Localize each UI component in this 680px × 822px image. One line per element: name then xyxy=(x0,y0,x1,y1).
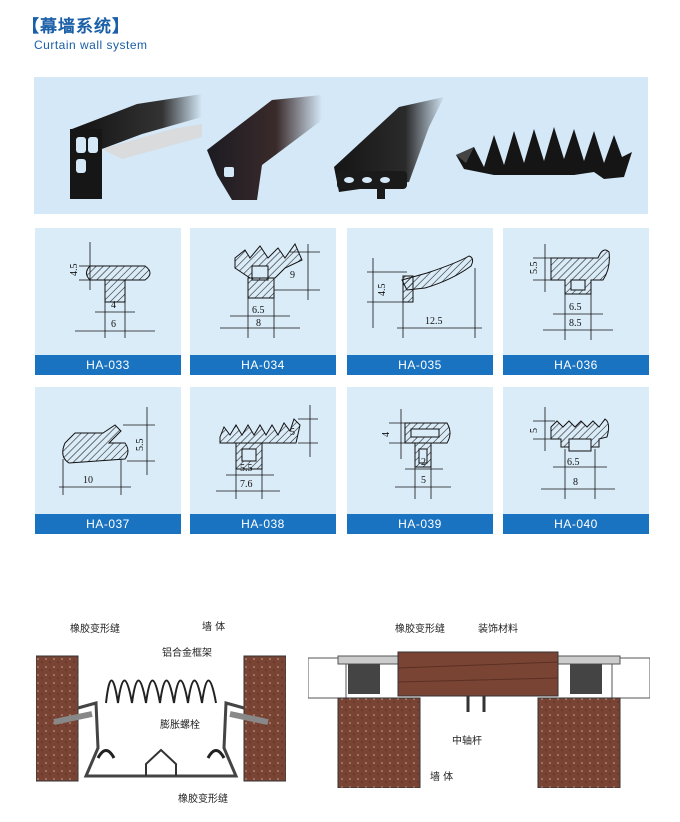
rubber-seal-profile-photo-2 xyxy=(207,95,322,200)
profile-card-ha-040: 5 6.5 8 HA-040 xyxy=(503,387,649,534)
dim-outer-width-label: 8 xyxy=(573,477,578,488)
dim-inner-width-label: 4 xyxy=(111,300,116,311)
profile-code-label: HA-038 xyxy=(190,514,336,534)
profile-card-ha-034: 9 6.5 8 HA-034 xyxy=(190,228,336,375)
expansion-joint-diagram-left xyxy=(36,655,286,782)
section-title-cn: 【幕墙系统】 xyxy=(22,17,130,37)
label-expansion-bolt: 膨胀螺栓 xyxy=(160,720,200,731)
dim-height-label: 4.5 xyxy=(69,264,80,277)
dim-width-label: 12.5 xyxy=(425,316,443,327)
profile-card-ha-035: 4.5 12.5 HA-035 xyxy=(347,228,493,375)
profile-card-ha-038: 5 5.5 7.6 HA-038 xyxy=(190,387,336,534)
label-rubber-joint-right: 橡胶变形缝 xyxy=(395,624,445,635)
profile-card-ha-039: 4 2 5 HA-039 xyxy=(347,387,493,534)
dim-outer-width-label: 5 xyxy=(421,475,426,486)
dim-height-label: 4.5 xyxy=(377,284,388,297)
dim-inner-width-label: 2 xyxy=(421,457,426,468)
dim-height-label: 5.5 xyxy=(135,439,146,452)
dim-height-label: 5 xyxy=(529,428,540,433)
profile-code-label: HA-037 xyxy=(35,514,181,534)
profile-code-label: HA-033 xyxy=(35,355,181,375)
label-decor-material: 装饰材料 xyxy=(478,624,518,635)
dim-inner-width-label: 5.5 xyxy=(240,463,253,474)
rubber-seal-profile-photo-3 xyxy=(334,97,444,199)
dim-height-label: 9 xyxy=(290,270,295,281)
dim-width-label: 10 xyxy=(83,475,93,486)
dim-outer-width-label: 8.5 xyxy=(569,318,582,329)
label-center-shaft: 中轴杆 xyxy=(452,736,482,747)
profile-card-ha-033: 4.5 4 6 HA-033 xyxy=(35,228,181,375)
label-rubber-joint-top: 橡胶变形缝 xyxy=(70,624,120,635)
dim-outer-width-label: 6 xyxy=(111,319,116,330)
dim-inner-width-label: 6.5 xyxy=(567,457,580,468)
profile-card-ha-037: 5.5 10 HA-037 xyxy=(35,387,181,534)
rubber-bellows-profile-photo xyxy=(456,127,632,179)
profile-code-label: HA-034 xyxy=(190,355,336,375)
dim-height-label: 4 xyxy=(381,432,392,437)
dim-outer-width-label: 8 xyxy=(256,318,261,329)
profile-code-label: HA-040 xyxy=(503,514,649,534)
product-photo-band xyxy=(34,77,648,214)
profile-code-label: HA-035 xyxy=(347,355,493,375)
label-alu-frame: 铝合金框架 xyxy=(162,648,212,659)
section-title-en: Curtain wall system xyxy=(34,38,148,52)
expansion-joint-diagram-right xyxy=(308,651,650,788)
dim-height-label: 5.5 xyxy=(529,262,540,275)
dim-inner-width-label: 6.5 xyxy=(252,305,265,316)
dim-inner-width-label: 6.5 xyxy=(569,302,582,313)
profile-code-label: HA-039 xyxy=(347,514,493,534)
label-wall-left: 墙 体 xyxy=(202,622,226,633)
label-rubber-joint-bottom: 橡胶变形缝 xyxy=(178,794,228,805)
dim-height-label: 5 xyxy=(290,427,295,438)
profile-code-label: HA-036 xyxy=(503,355,649,375)
profile-card-ha-036: 5.5 6.5 8.5 HA-036 xyxy=(503,228,649,375)
dim-outer-width-label: 7.6 xyxy=(240,479,253,490)
label-wall-right: 墙 体 xyxy=(430,772,454,783)
rubber-seal-profile-photo-1 xyxy=(70,94,202,199)
